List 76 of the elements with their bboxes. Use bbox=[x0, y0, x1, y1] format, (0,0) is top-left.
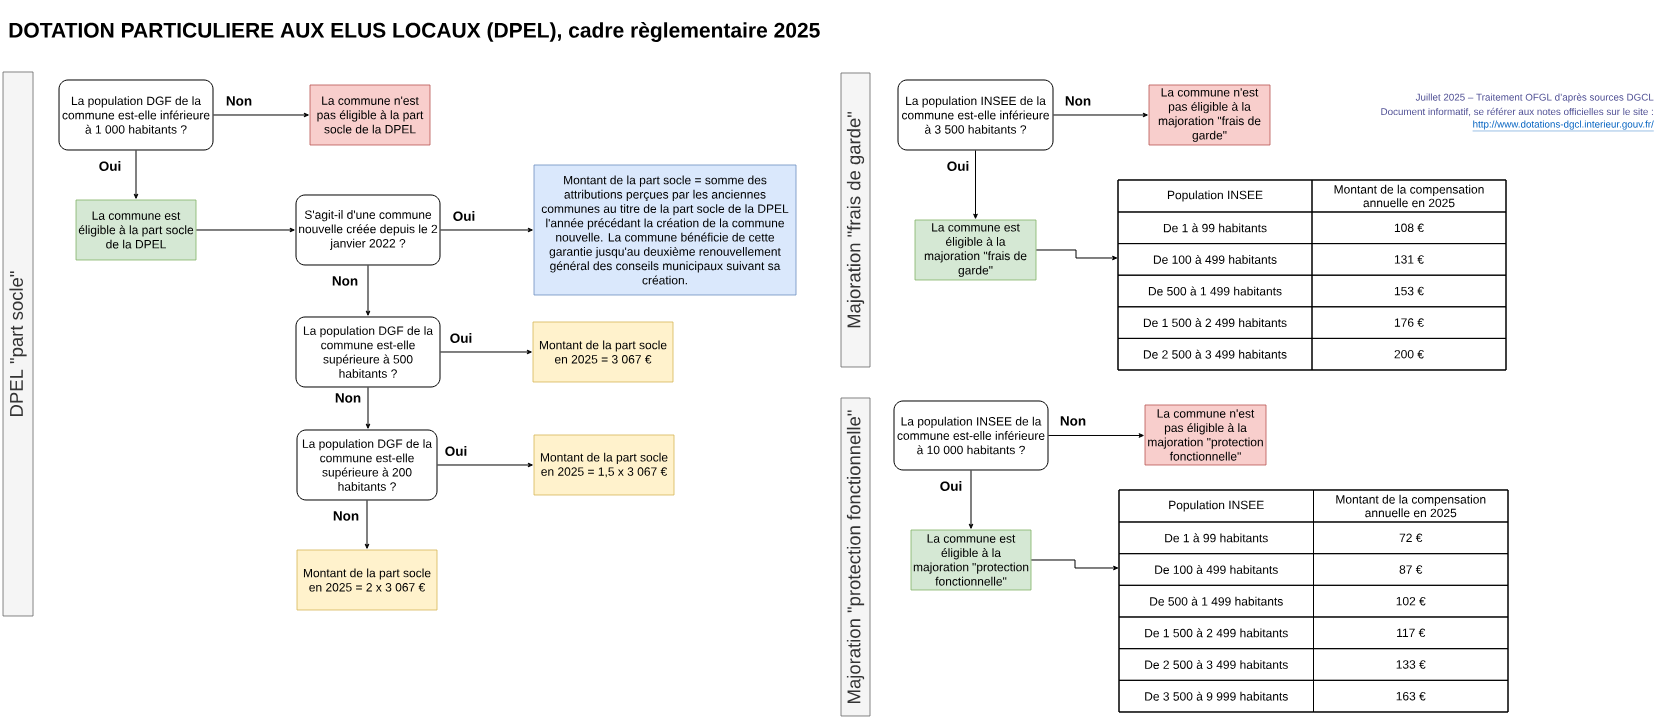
edge-label: Non bbox=[1063, 95, 1093, 107]
arrow bbox=[968, 470, 974, 529]
edge-label: Oui bbox=[938, 480, 964, 492]
result-box: La commune est éligible à la majoration "protection fonctionnelle" bbox=[910, 529, 1032, 591]
table-header-cell: Population INSEE bbox=[1117, 179, 1313, 213]
table-cell: 108 € bbox=[1311, 211, 1507, 245]
result-box: La commune est éligible à la majoration "frais de garde" bbox=[914, 219, 1037, 281]
table-cell: 176 € bbox=[1311, 306, 1507, 339]
question-box: La population DGF de la commune est-elle supérieure à 200 habitants ? bbox=[296, 429, 438, 501]
arrow bbox=[437, 462, 533, 468]
edge-label: Oui bbox=[443, 445, 469, 457]
table-cell: De 2 500 à 3 499 habitants bbox=[1117, 337, 1313, 371]
arrow bbox=[440, 227, 533, 233]
result-box: Montant de la part socle en 2025 = 2 x 3 067 € bbox=[296, 549, 438, 611]
section-band: Majoration "frais de garde" bbox=[840, 72, 871, 368]
question-box: S'agit-il d'une commune nouvelle créée depuis le 2 janvier 2022 ? bbox=[295, 194, 441, 266]
title: DOTATION PARTICULIERE AUX ELUS LOCAUX (DPEL), cadre règlementaire 2025 bbox=[9, 22, 820, 42]
edge-label: Oui bbox=[97, 160, 123, 172]
arrow bbox=[133, 150, 139, 199]
result-box: Montant de la part socle en 2025 = 3 067 € bbox=[532, 321, 674, 383]
info-box: Montant de la part socle = somme des attributions perçues par les anciennes communes au titre de la part socle de la DPEL l'année précédant la création de la commune nouvelle. La commune bénéficie de cette garantie jusqu'au deuxième renouvellement général des conseils municipaux suivant sa création. bbox=[533, 164, 797, 296]
table-cell: De 1 à 99 habitants bbox=[1118, 521, 1314, 555]
result-box: La commune n'est pas éligible à la majoration "protection fonctionnelle" bbox=[1144, 404, 1267, 466]
result-box: La commune est éligible à la part socle de la DPEL bbox=[75, 199, 197, 261]
section-band: Majoration "protection fonctionnelle" bbox=[840, 397, 871, 717]
table-header-cell: Population INSEE bbox=[1118, 489, 1314, 523]
table-cell: De 2 500 à 3 499 habitants bbox=[1118, 648, 1314, 681]
table-cell: De 3 500 à 9 999 habitants bbox=[1118, 679, 1314, 713]
arrow bbox=[973, 150, 978, 219]
table-cell: 87 € bbox=[1313, 553, 1509, 586]
table-header-cell: Montant de la compensation annuelle en 2025 bbox=[1313, 489, 1509, 523]
question-box: La population INSEE de la commune est-elle inférieure à 10 000 habitants ? bbox=[893, 400, 1049, 471]
question-box: La population DGF de la commune est-elle supérieure à 500 habitants ? bbox=[295, 316, 441, 388]
arrow bbox=[213, 112, 309, 118]
arrow bbox=[440, 349, 532, 355]
table-cell: De 100 à 499 habitants bbox=[1117, 243, 1313, 276]
arrow bbox=[365, 265, 371, 316]
note: Document informatif, se référer aux notes officielles sur le site : bbox=[1381, 107, 1653, 117]
arrow bbox=[365, 387, 371, 429]
arrow bbox=[1053, 112, 1148, 118]
section-band: DPEL "part socle" bbox=[2, 71, 34, 617]
edge-label: Oui bbox=[448, 332, 474, 344]
table-cell: De 500 à 1 499 habitants bbox=[1117, 274, 1313, 308]
table-cell: De 1 à 99 habitants bbox=[1117, 211, 1313, 245]
edge-label: Non bbox=[1058, 415, 1088, 427]
table-cell: 163 € bbox=[1313, 679, 1509, 713]
arrow bbox=[195, 227, 295, 233]
result-box: La commune n'est pas éligible à la part socle de la DPEL bbox=[309, 84, 431, 146]
edge-label: Non bbox=[224, 95, 254, 107]
table-cell: 153 € bbox=[1311, 274, 1507, 308]
table-cell: 131 € bbox=[1311, 243, 1507, 276]
table-cell: De 1 500 à 2 499 habitants bbox=[1117, 306, 1313, 339]
table-cell: 72 € bbox=[1313, 521, 1509, 555]
edge-label: Non bbox=[333, 392, 363, 404]
table-cell: De 1 500 à 2 499 habitants bbox=[1118, 616, 1314, 650]
table-cell: 133 € bbox=[1313, 648, 1509, 681]
table-cell: 117 € bbox=[1313, 616, 1509, 650]
edge-label: Oui bbox=[451, 210, 477, 222]
arrow bbox=[364, 500, 370, 549]
link: http://www.dotations-dgcl.interieur.gouv.fr/ bbox=[1472, 120, 1654, 132]
arrow bbox=[1030, 559, 1119, 571]
table-cell: 102 € bbox=[1313, 584, 1509, 618]
arrow bbox=[1048, 433, 1144, 438]
edge-label: Non bbox=[331, 510, 361, 522]
table-cell: 200 € bbox=[1311, 337, 1507, 371]
note: Juillet 2025 – Traitement OFGL d’après sources DGCL bbox=[1415, 93, 1654, 103]
question-box: La population INSEE de la commune est-elle inférieure à 3 500 habitants ? bbox=[897, 79, 1054, 151]
question-box: La population DGF de la commune est-elle inférieure à 1 000 habitants ? bbox=[58, 79, 214, 151]
result-box: La commune n'est pas éligible à la majoration "frais de garde" bbox=[1148, 84, 1271, 146]
result-box: Montant de la part socle en 2025 = 1,5 x 3 067 € bbox=[533, 434, 675, 496]
arrow bbox=[1035, 249, 1118, 261]
table-header-cell: Montant de la compensation annuelle en 2025 bbox=[1311, 179, 1507, 213]
table-cell: De 500 à 1 499 habitants bbox=[1118, 584, 1314, 618]
edge-label: Oui bbox=[945, 160, 971, 172]
table-cell: De 100 à 499 habitants bbox=[1118, 553, 1314, 586]
edge-label: Non bbox=[330, 275, 360, 287]
